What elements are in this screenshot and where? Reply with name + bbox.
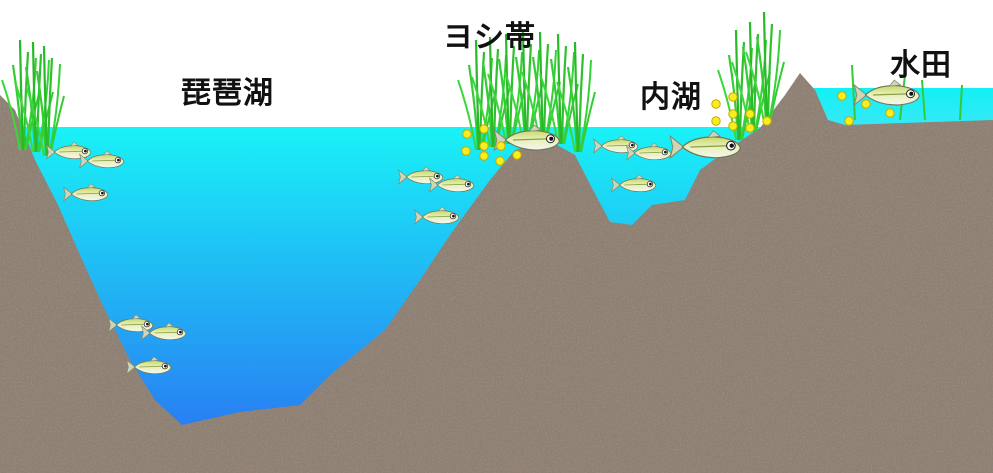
egg-icon xyxy=(728,92,738,102)
egg-icon xyxy=(844,116,854,126)
egg-icon xyxy=(885,108,895,118)
egg-icon xyxy=(461,146,471,156)
egg-icon xyxy=(479,124,489,134)
egg-icon xyxy=(479,151,489,161)
egg-icon xyxy=(462,129,472,139)
egg-icon xyxy=(728,121,738,131)
egg-icon xyxy=(861,99,871,109)
egg-icon xyxy=(728,109,738,119)
lake-bottom-soil xyxy=(0,73,993,473)
egg-icon xyxy=(495,156,505,166)
egg-icon xyxy=(745,123,755,133)
inner-lake-label: 内湖 xyxy=(640,80,702,115)
egg-icon xyxy=(745,109,755,119)
egg-icon xyxy=(496,141,506,151)
egg-icon xyxy=(837,91,847,101)
egg-icon xyxy=(762,116,772,126)
egg-icon xyxy=(479,141,489,151)
egg-icon xyxy=(711,99,721,109)
egg-icon xyxy=(711,116,721,126)
lake-label: 琵琶湖 xyxy=(181,76,274,111)
paddy-label: 水田 xyxy=(890,48,952,83)
reed-belt-label: ヨシ帯 xyxy=(443,20,536,55)
egg-icon xyxy=(512,150,522,160)
